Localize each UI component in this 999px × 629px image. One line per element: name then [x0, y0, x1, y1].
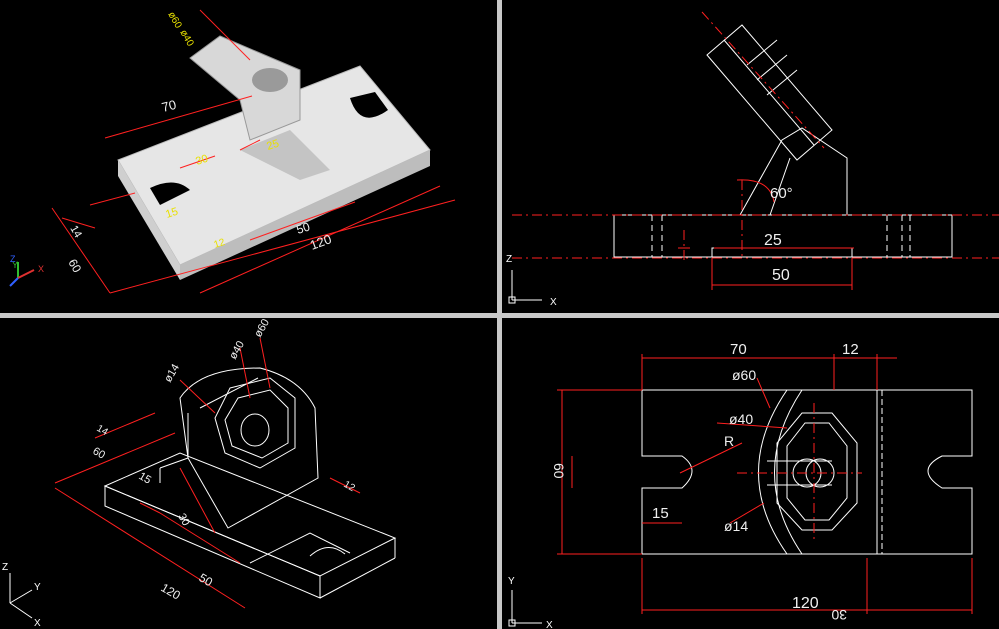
dim-phi40: ø40	[177, 28, 195, 49]
dim-70: 70	[730, 341, 747, 358]
dim-30: 30	[194, 153, 209, 168]
base-outline	[613, 214, 953, 258]
svg-text:Y: Y	[508, 576, 515, 587]
dim-50: 50	[295, 219, 312, 237]
dimension-lines	[51, 9, 456, 294]
dim-50: 50	[772, 267, 790, 284]
horizontal-divider[interactable]	[0, 313, 999, 318]
svg-text:X: X	[38, 264, 44, 274]
viewport-shaded-isometric[interactable]: 70 60 14 15 50 120 30 25 12 ø60 ø40 X Y …	[0, 0, 497, 313]
dim-25: 25	[764, 232, 782, 249]
svg-text:Y: Y	[12, 260, 18, 270]
centre-lines	[737, 403, 862, 543]
front-view-drawing: 60° 25 50 X Z	[506, 11, 999, 308]
support-outline	[739, 127, 848, 216]
ucs-icon: X Y	[508, 576, 553, 629]
dimension-lines	[557, 354, 973, 614]
svg-text:X: X	[546, 620, 553, 629]
dim-12: 12	[842, 341, 859, 358]
dim-phi60: ø60	[732, 367, 756, 383]
wireframe-model-drawing: ø14 ø40 ø60 14 60 15 30 50 120 12 Z Y X	[2, 318, 397, 629]
svg-text:Y: Y	[34, 582, 41, 593]
tilted-lug	[189, 35, 301, 141]
dim-14: 14	[67, 224, 84, 241]
dim-60: 60	[91, 445, 108, 462]
dim-phi40: ø40	[227, 339, 247, 361]
dim-60: 60	[65, 257, 84, 276]
tilted-plate	[706, 24, 833, 161]
shaded-model-drawing: 70 60 14 15 50 120 30 25 12 ø60 ø40 X Y …	[9, 9, 456, 294]
ucs-icon: X Z	[506, 254, 557, 308]
centre-lines	[512, 11, 999, 260]
plate-hole-lines	[746, 39, 798, 96]
wireframe-edges	[103, 367, 397, 599]
viewport-wireframe-isometric[interactable]: ø14 ø40 ø60 14 60 15 30 50 120 12 Z Y X	[0, 318, 497, 629]
dim-angle-60: 60°	[770, 185, 793, 202]
rib	[240, 130, 330, 180]
dim-120: 120	[308, 231, 334, 253]
svg-text:X: X	[34, 618, 41, 629]
ucs-icon: X Y Z	[9, 254, 44, 287]
hidden-lines	[651, 215, 911, 257]
recess-outline	[711, 247, 853, 258]
dim-phi60: ø60	[252, 318, 272, 340]
support-inner-line	[769, 157, 791, 216]
dim-30: 30	[175, 512, 192, 529]
right-slot	[350, 92, 388, 118]
dim-14: 14	[95, 423, 111, 438]
dim-15: 15	[652, 505, 669, 522]
svg-text:Z: Z	[506, 254, 512, 265]
ucs-icon: Z Y X	[2, 562, 41, 629]
dim-120: 120	[792, 595, 819, 612]
viewport-top-view[interactable]: 70 12 ø60 ø40 R 60 15 ø14 120 30 X Y	[502, 318, 999, 629]
dim-50: 50	[197, 570, 216, 589]
viewport-front-view[interactable]: 60° 25 50 X Z	[502, 0, 999, 313]
left-slot	[150, 182, 190, 205]
dim-phi14: ø14	[724, 518, 748, 534]
dim-phi60: ø60	[165, 10, 183, 31]
dim-15: 15	[164, 206, 179, 221]
dim-120: 120	[159, 580, 184, 602]
dimension-lines	[54, 337, 361, 609]
dim-60: 60	[551, 463, 567, 479]
dim-25: 25	[265, 138, 280, 153]
tilted-plate-mid	[723, 39, 815, 146]
base-left-face	[118, 160, 180, 280]
svg-text:Z: Z	[10, 254, 16, 264]
plan-outline	[641, 389, 973, 555]
dim-R: R	[724, 433, 734, 449]
dim-70: 70	[160, 97, 178, 115]
dim-30: 30	[831, 607, 847, 623]
top-view-drawing: 70 12 ø60 ø40 R 60 15 ø14 120 30 X Y	[508, 341, 973, 629]
dim-12: 12	[342, 479, 358, 494]
base-front-face	[180, 150, 430, 280]
dimension-lines	[678, 179, 854, 290]
svg-text:X: X	[550, 297, 557, 308]
dim-phi40: ø40	[729, 411, 753, 427]
lug-hole	[252, 68, 288, 92]
dim-phi14: ø14	[162, 362, 182, 384]
dim-15: 15	[137, 470, 154, 487]
dim-12: 12	[213, 237, 227, 251]
svg-text:Z: Z	[2, 562, 8, 573]
